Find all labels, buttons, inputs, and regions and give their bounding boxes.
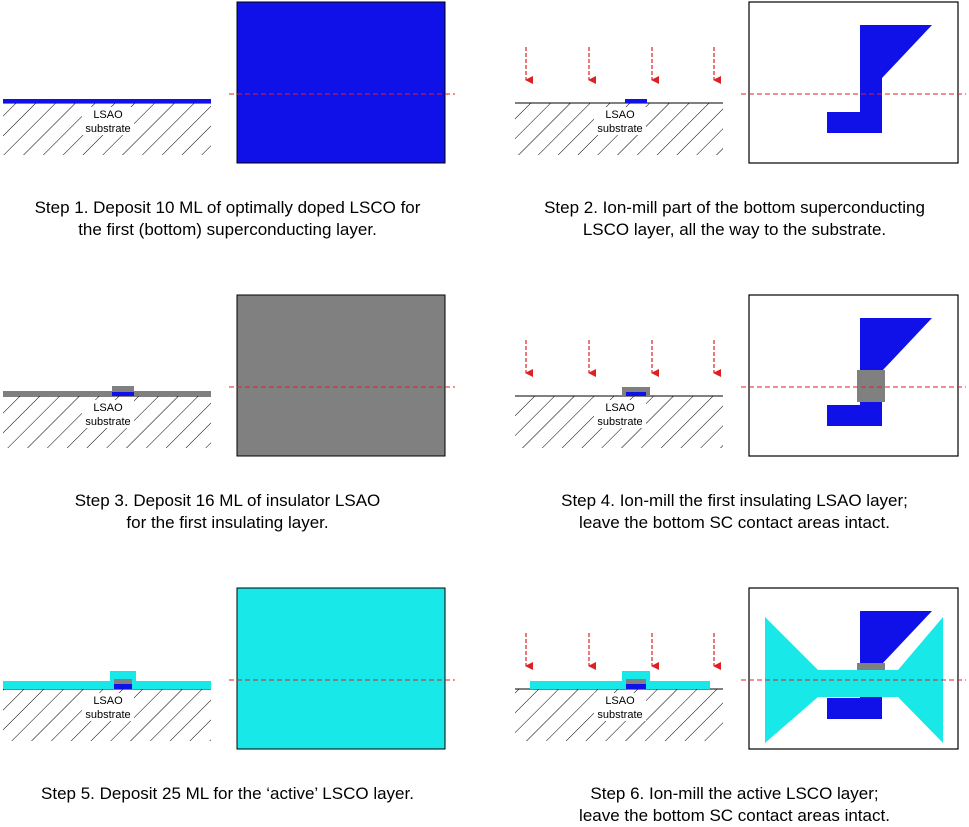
substrate-label-line: LSAO bbox=[605, 695, 635, 707]
buried-insulator bbox=[114, 679, 132, 684]
insulator-island bbox=[622, 387, 650, 396]
bottom-lsco-strip bbox=[625, 99, 647, 103]
step-2-caption: Step 2. Ion-mill part of the bottom supe… bbox=[500, 197, 969, 241]
top-view-lsco-film bbox=[236, 1, 446, 164]
substrate-label-line: substrate bbox=[597, 123, 642, 135]
insulator-layer bbox=[3, 391, 211, 396]
substrate-label-bg bbox=[594, 107, 646, 135]
bottom-lsco-layer bbox=[3, 99, 211, 103]
substrate-label-line: substrate bbox=[85, 123, 130, 135]
caption-line: Step 3. Deposit 16 ML of insulator LSAO bbox=[74, 491, 381, 510]
bottom-lsco-pattern bbox=[827, 25, 932, 133]
top-view-insulator-film bbox=[236, 294, 446, 457]
substrate-label-bg bbox=[82, 693, 134, 721]
step-1-caption: Step 1. Deposit 10 ML of optimally doped… bbox=[0, 197, 455, 241]
step-6-caption: Step 6. Ion-mill the active LSCO layer; … bbox=[500, 783, 969, 827]
buried-lsco-strip bbox=[626, 684, 646, 689]
substrate-label-line: substrate bbox=[597, 416, 642, 428]
substrate-label-line: LSAO bbox=[605, 402, 635, 414]
substrate-label-line: LSAO bbox=[605, 109, 635, 121]
active-lsco-layer bbox=[3, 681, 211, 689]
insulator-bump bbox=[112, 386, 134, 392]
substrate-label-line: substrate bbox=[85, 416, 130, 428]
caption-line: leave the bottom SC contact areas intact… bbox=[579, 513, 890, 532]
top-view-active-film bbox=[236, 587, 446, 750]
caption-line: the first (bottom) superconducting layer… bbox=[78, 220, 377, 239]
caption-line: Step 2. Ion-mill part of the bottom supe… bbox=[544, 198, 925, 217]
caption-line: for the first insulating layer. bbox=[126, 513, 329, 532]
active-lsco-strip bbox=[530, 681, 710, 689]
substrate-label-bg bbox=[82, 400, 134, 428]
caption-line: LSCO layer, all the way to the substrate… bbox=[582, 220, 887, 239]
caption-line: Step 6. Ion-mill the active LSCO layer; bbox=[590, 784, 879, 803]
substrate-label-line: LSAO bbox=[93, 109, 123, 121]
active-lsco-bump bbox=[110, 671, 136, 681]
caption-line: Step 5. Deposit 25 ML for the ‘active’ L… bbox=[41, 784, 414, 803]
caption-line: Step 4. Ion-mill the first insulating LS… bbox=[561, 491, 908, 510]
step-3-caption: Step 3. Deposit 16 ML of insulator LSAO … bbox=[0, 490, 455, 534]
step-4-caption: Step 4. Ion-mill the first insulating LS… bbox=[500, 490, 969, 534]
substrate-label-line: LSAO bbox=[93, 402, 123, 414]
caption-line: leave the bottom SC contact areas intact… bbox=[579, 806, 890, 825]
buried-lsco-strip bbox=[114, 684, 132, 689]
active-lsco-bump bbox=[622, 671, 650, 681]
buried-insulator bbox=[626, 679, 646, 684]
caption-line: Step 1. Deposit 10 ML of optimally doped… bbox=[34, 198, 421, 217]
insulator-pad bbox=[857, 370, 885, 402]
buried-lsco-strip bbox=[112, 392, 134, 396]
substrate-label-bg bbox=[594, 693, 646, 721]
buried-lsco-strip bbox=[626, 392, 646, 396]
substrate-label-line: substrate bbox=[85, 709, 130, 721]
substrate-label-bg bbox=[82, 107, 134, 135]
substrate-label-line: substrate bbox=[597, 709, 642, 721]
step-5-caption: Step 5. Deposit 25 ML for the ‘active’ L… bbox=[0, 783, 455, 805]
substrate-label-line: LSAO bbox=[93, 695, 123, 707]
substrate-label-bg bbox=[594, 400, 646, 428]
